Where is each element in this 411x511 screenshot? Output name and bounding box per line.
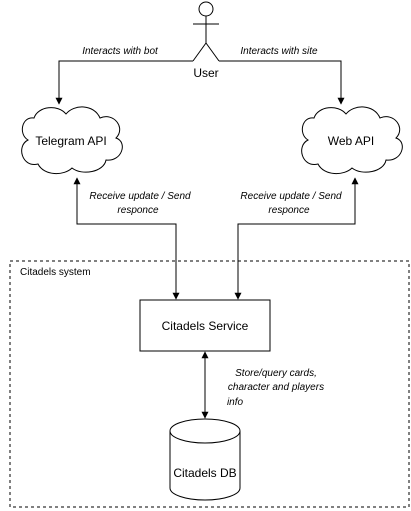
edge-label-web-line1: Receive update / Send [240,191,342,202]
edge-label-telegram-line2: responce [117,205,159,216]
edge-label-db-line1: Store/query cards, [235,368,317,379]
citadels-service-node [139,299,271,352]
edge-label-web-line2: responce [268,205,310,216]
system-boundary [9,260,410,508]
edge-label-interacts-site: Interacts with site [240,46,318,57]
edge-user-telegram [55,60,193,105]
web-api-node [301,106,403,174]
user-label: User [193,66,218,80]
citadels-db-label: Citadels DB [173,466,236,480]
citadels-db-node [169,418,241,501]
telegram-api-label: Telegram API [35,134,106,148]
telegram-api-node [21,106,123,174]
edge-label-telegram-line1: Receive update / Send [89,191,191,202]
edge-label-db-line3: info [227,397,244,408]
system-boundary-label: Citadels system [20,267,91,278]
edge-label-db-line2: character and players [228,382,324,393]
edge-web-service [234,177,359,300]
edge-telegram-service [73,177,180,300]
web-api-label: Web API [328,134,374,148]
citadels-service-label: Citadels Service [162,319,249,333]
edge-label-interacts-bot: Interacts with bot [82,46,159,57]
user-actor-icon [192,1,220,62]
edge-user-web [219,60,345,105]
